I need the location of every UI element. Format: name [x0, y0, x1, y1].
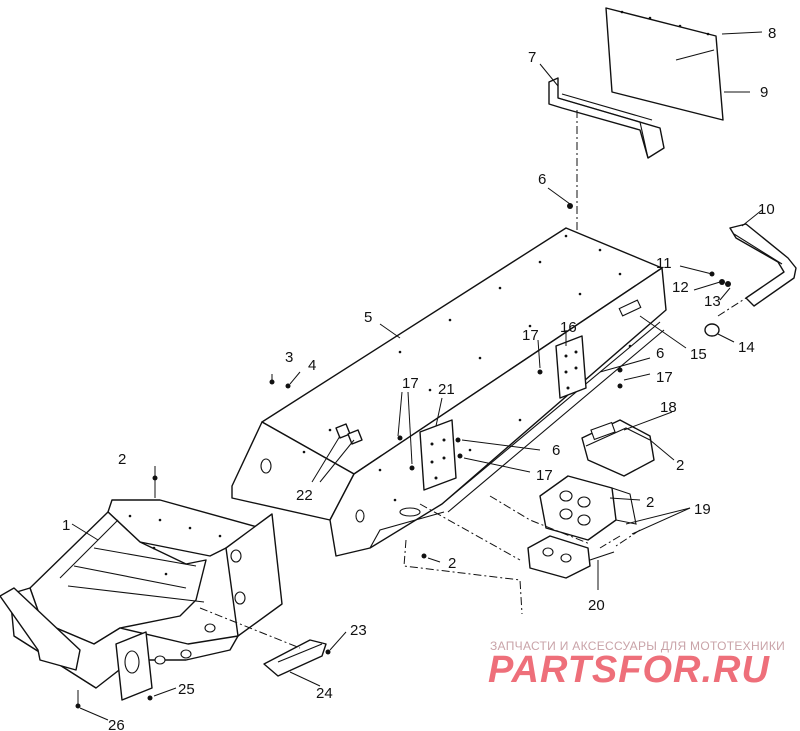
callout-2d: 2 — [448, 555, 456, 572]
callout-7: 7 — [528, 49, 536, 66]
callout-18: 18 — [660, 399, 677, 416]
bracket-part-19 — [539, 475, 637, 541]
plate-part-16 — [555, 335, 587, 399]
callout-4: 4 — [308, 357, 316, 374]
callout-6b: 6 — [656, 345, 664, 362]
callout-6: 6 — [538, 171, 546, 188]
callout-17d: 17 — [536, 467, 553, 484]
bracket-part-7 — [548, 77, 665, 159]
fastener-dots — [75, 203, 623, 709]
bracket-part-20 — [527, 535, 615, 579]
callout-21: 21 — [438, 381, 455, 398]
callout-17: 17 — [522, 327, 539, 344]
plate-part-21 — [419, 419, 457, 491]
callout-9: 9 — [760, 84, 768, 101]
bumper-part-10 — [717, 223, 797, 317]
watermark-tagline: ЗАПЧАСТИ И АКСЕССУАРЫ ДЛЯ МОТОТЕХНИКИ — [490, 639, 785, 653]
panel-part-9 — [605, 7, 724, 121]
callout-24: 24 — [316, 685, 333, 702]
callout-13: 13 — [704, 293, 721, 310]
callout-11: 11 — [656, 255, 672, 272]
callout-2c: 2 — [646, 494, 654, 511]
callout-1: 1 — [62, 517, 70, 534]
callout-26: 26 — [108, 717, 125, 731]
callout-16: 16 — [560, 319, 577, 336]
callout-25: 25 — [178, 681, 195, 698]
leader-lines — [71, 31, 763, 721]
cap-part-14 — [704, 323, 720, 337]
callout-8: 8 — [768, 25, 776, 42]
bracket-part-18 — [581, 419, 655, 477]
callout-3: 3 — [285, 349, 293, 366]
callout-22: 22 — [296, 487, 313, 504]
watermark: ЗАПЧАСТИ И АКСЕССУАРЫ ДЛЯ МОТОТЕХНИКИ PA… — [488, 639, 785, 691]
callout-15: 15 — [690, 346, 707, 363]
callout-labels: 1 2 3 4 5 6 7 8 9 10 11 12 13 14 15 16 1… — [62, 25, 776, 731]
callout-17c: 17 — [402, 375, 419, 392]
callout-23: 23 — [350, 622, 367, 639]
callout-19: 19 — [694, 501, 711, 518]
callout-6c: 6 — [552, 442, 560, 459]
front-frame-part-1 — [0, 499, 283, 701]
callout-2: 2 — [118, 451, 126, 468]
callout-17b: 17 — [656, 369, 673, 386]
callout-2b: 2 — [676, 457, 684, 474]
callout-10: 10 — [758, 201, 775, 218]
clips-part-22 — [335, 423, 363, 445]
callout-14: 14 — [738, 339, 755, 356]
callout-20: 20 — [588, 597, 605, 614]
callout-12: 12 — [672, 279, 689, 296]
callout-5: 5 — [364, 309, 372, 326]
bar-part-24 — [263, 639, 327, 677]
watermark-logo: PARTSFOR.RU — [488, 649, 770, 691]
